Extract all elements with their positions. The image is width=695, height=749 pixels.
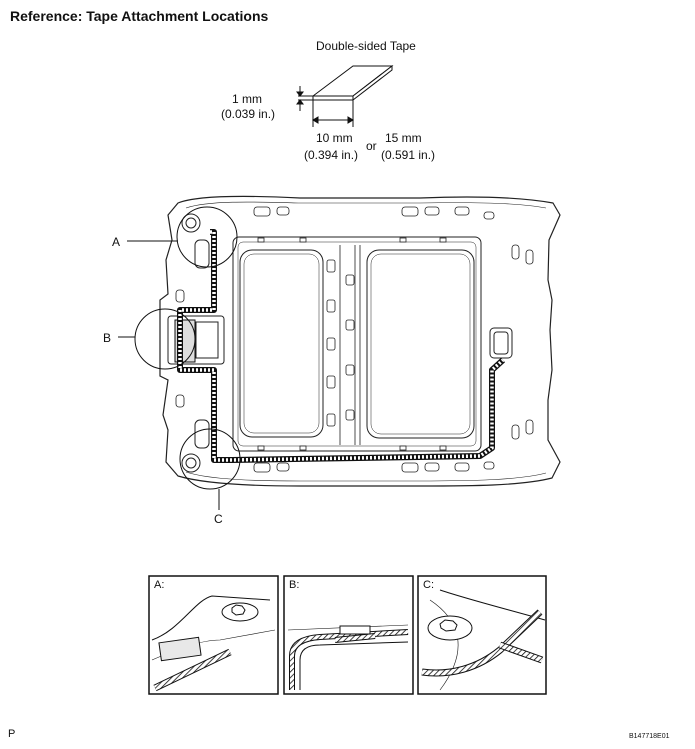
sunroof-frame	[232, 236, 482, 452]
detail-panel-b	[283, 575, 414, 695]
thickness-in-label: (0.039 in.)	[221, 107, 276, 121]
visor-mounts	[181, 213, 210, 473]
callout-circle-a	[176, 206, 238, 268]
rail-clips	[257, 237, 447, 451]
callout-circles	[118, 206, 241, 510]
front-glass-panel	[239, 249, 324, 438]
tape-path	[177, 229, 506, 463]
detail-panel-c-label: C:	[422, 579, 435, 591]
callout-c-label: C	[214, 512, 223, 526]
map-lamp-opening	[167, 315, 225, 365]
drawing-code: B147718E01	[629, 733, 670, 740]
tape-cross-section	[296, 64, 394, 127]
edge-clip-slots	[175, 206, 534, 473]
page-marker: P	[8, 728, 16, 740]
thickness-mm-label: 1 mm	[232, 92, 262, 106]
rear-lamp-bracket	[489, 327, 513, 359]
width-b-mm-label: 15 mm	[385, 131, 422, 145]
detail-panel-c	[417, 575, 547, 695]
page-title: Reference: Tape Attachment Locations	[10, 8, 269, 24]
callout-a-label: A	[112, 235, 121, 249]
or-label: or	[366, 139, 377, 153]
callout-circle-c	[179, 428, 241, 490]
width-b-in-label: (0.591 in.)	[381, 148, 436, 162]
detail-panel-a-label: A:	[153, 579, 166, 591]
callout-circle-b	[134, 308, 196, 370]
rear-glass-panel	[366, 249, 475, 439]
center-rail	[339, 245, 361, 445]
detail-panel-b-label: B:	[288, 579, 301, 591]
width-a-in-label: (0.394 in.)	[304, 148, 359, 162]
detail-panel-a	[148, 575, 279, 695]
tape-title: Double-sided Tape	[316, 39, 416, 53]
callout-b-label: B	[103, 331, 112, 345]
width-a-mm-label: 10 mm	[316, 131, 353, 145]
